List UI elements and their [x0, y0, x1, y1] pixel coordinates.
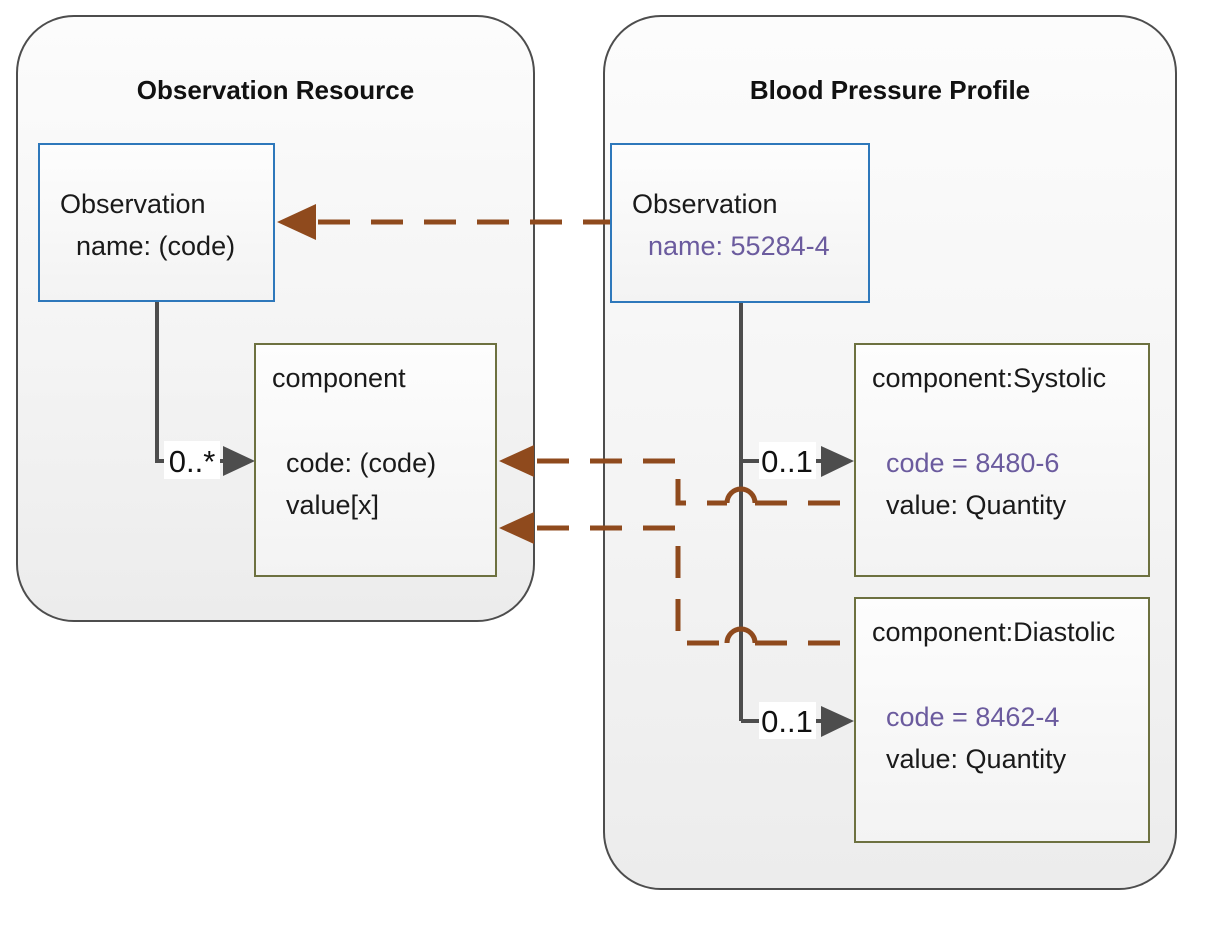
- multiplicity-label-component: 0..*: [169, 444, 216, 479]
- node-title: component:Systolic: [872, 363, 1107, 393]
- node-title: Observation: [60, 189, 206, 219]
- node-attr-name: name: 55284-4: [648, 231, 830, 261]
- node-title: component: [272, 363, 406, 393]
- node-attr-code: code = 8462-4: [886, 702, 1060, 732]
- node-attr-value: value: Quantity: [886, 744, 1067, 774]
- association-arrowhead-icon: [821, 706, 854, 737]
- node-attr-name: name: (code): [76, 231, 236, 261]
- node-attr-value: value: Quantity: [886, 490, 1067, 520]
- node-title: Observation: [632, 189, 778, 219]
- multiplicity-label-bg: [164, 441, 220, 479]
- panel-title-observation-resource: Observation Resource: [136, 75, 415, 105]
- mapping-systolic-to-component: [537, 458, 727, 506]
- mapping-diastolic-to-component: [537, 525, 727, 646]
- node-attr-code: code: (code): [286, 448, 437, 478]
- node-component-diastolic: component:Diastolic code = 8462-4 value:…: [854, 597, 1150, 843]
- mapping-arrowhead-icon: [277, 204, 316, 240]
- multiplicity-label-bg: [759, 702, 816, 739]
- association-arrowhead-icon: [821, 446, 854, 477]
- multiplicity-label-bg: [759, 442, 816, 479]
- association-left-observation-to-component: [155, 302, 223, 463]
- wire-hop-icon: [724, 486, 758, 504]
- panel-title-blood-pressure-profile: Blood Pressure Profile: [749, 75, 1031, 105]
- multiplicity-label-diastolic: 0..1: [761, 704, 813, 739]
- node-observation-profile: Observation name: 55284-4: [610, 143, 870, 303]
- node-title: component:Diastolic: [872, 617, 1116, 647]
- wire-hop-icon: [724, 626, 758, 644]
- mapping-arrowhead-icon: [499, 445, 534, 477]
- node-attr-value: value[x]: [286, 490, 380, 520]
- node-component-generic: component code: (code) value[x]: [254, 343, 497, 577]
- node-attr-code: code = 8480-6: [886, 448, 1060, 478]
- mapping-arrowhead-icon: [499, 512, 534, 544]
- association-arrowhead-icon: [223, 446, 255, 476]
- node-observation-generic: Observation name: (code): [38, 143, 275, 302]
- node-component-systolic: component:Systolic code = 8480-6 value: …: [854, 343, 1150, 577]
- multiplicity-label-systolic: 0..1: [761, 444, 813, 479]
